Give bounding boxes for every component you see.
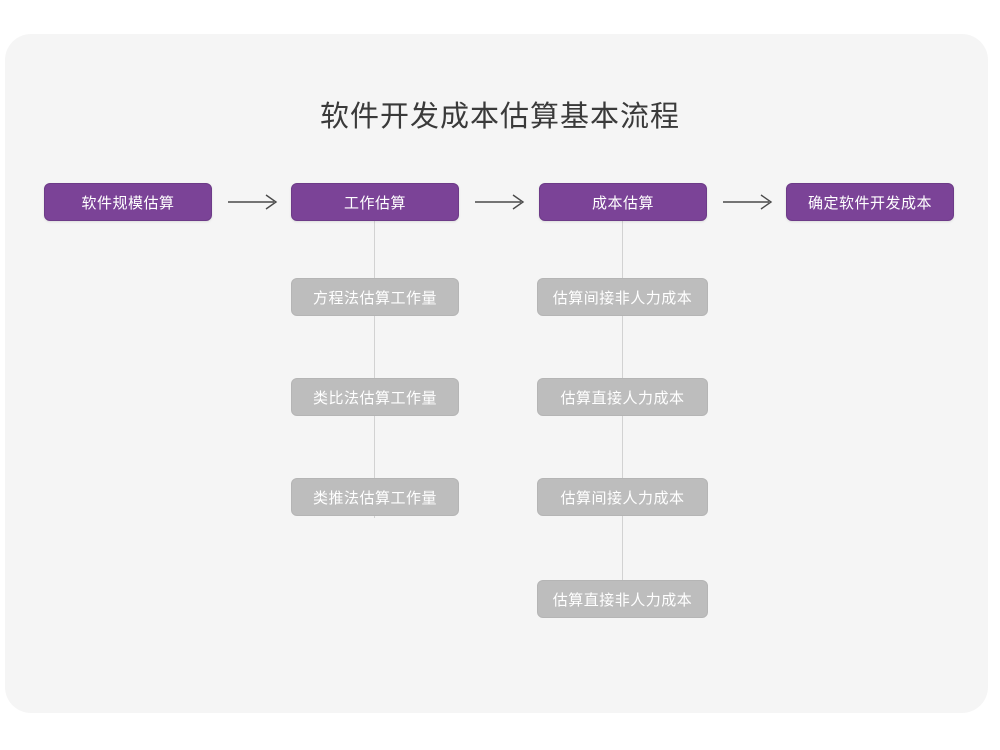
page-title: 软件开发成本估算基本流程 xyxy=(319,101,680,133)
substep-node-2-1-label: 方程法估算工作量 xyxy=(312,289,437,307)
substep-node-2-2[interactable]: 类比法估算工作量 xyxy=(291,378,459,416)
substep-node-3-2[interactable]: 估算直接人力成本 xyxy=(537,378,708,416)
stage-node-3-label: 成本估算 xyxy=(591,194,654,212)
arrow-right-icon-3 xyxy=(721,192,777,212)
substep-node-2-2-label: 类比法估算工作量 xyxy=(312,389,437,407)
stage-node-3[interactable]: 成本估算 xyxy=(539,183,707,221)
substep-node-2-1[interactable]: 方程法估算工作量 xyxy=(291,278,459,316)
stage-node-2[interactable]: 工作估算 xyxy=(291,183,459,221)
substep-node-3-1-label: 估算间接非人力成本 xyxy=(552,289,693,307)
arrow-right-icon-1 xyxy=(226,192,282,212)
substep-node-2-3-label: 类推法估算工作量 xyxy=(312,489,437,507)
connector-stage-3 xyxy=(622,216,623,618)
stage-node-4-label: 确定软件开发成本 xyxy=(807,194,932,212)
substep-node-3-2-label: 估算直接人力成本 xyxy=(560,389,685,407)
stage-node-1-label: 软件规模估算 xyxy=(81,194,175,212)
diagram-card xyxy=(5,34,988,713)
substep-node-3-4[interactable]: 估算直接非人力成本 xyxy=(537,580,708,618)
stage-node-1[interactable]: 软件规模估算 xyxy=(44,183,212,221)
connector-stage-2 xyxy=(374,216,375,518)
substep-node-3-1[interactable]: 估算间接非人力成本 xyxy=(537,278,708,316)
substep-node-2-3[interactable]: 类推法估算工作量 xyxy=(291,478,459,516)
substep-node-3-3-label: 估算间接人力成本 xyxy=(560,489,685,507)
substep-node-3-4-label: 估算直接非人力成本 xyxy=(552,591,693,609)
arrow-right-icon-2 xyxy=(473,192,529,212)
substep-node-3-3[interactable]: 估算间接人力成本 xyxy=(537,478,708,516)
stage-node-4[interactable]: 确定软件开发成本 xyxy=(786,183,954,221)
stage-node-2-label: 工作估算 xyxy=(343,194,406,212)
